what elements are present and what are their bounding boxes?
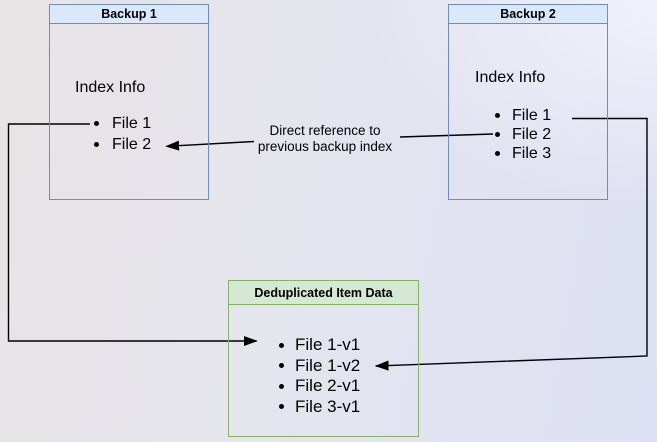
list-item: File 1 (94, 113, 151, 134)
list-item: File 1-v2 (279, 356, 360, 377)
list-item: File 2 (495, 125, 551, 144)
bullet-icon (495, 113, 500, 118)
annotation-line2: previous backup index (257, 139, 393, 154)
file-item-label: File 3-v1 (295, 396, 361, 416)
list-item: File 2 (94, 134, 151, 155)
bullet-icon (279, 383, 284, 389)
backup2-index-label: Index Info (475, 69, 546, 86)
backup2-title: Backup 2 (449, 5, 607, 24)
file-item-label: File 2 (512, 125, 552, 143)
bullet-icon (94, 121, 99, 126)
list-item: File 2-v1 (279, 376, 360, 397)
dedup-title: Deduplicated Item Data (229, 281, 418, 305)
bullet-icon (94, 142, 99, 147)
list-item: File 3 (495, 144, 551, 163)
bullet-icon (495, 151, 500, 156)
file-item-label: File 3 (512, 144, 552, 162)
direct-reference-annotation: Direct reference to previous backup inde… (235, 123, 415, 155)
list-item: File 3-v1 (279, 397, 360, 418)
bullet-icon (495, 132, 500, 137)
file-item-label: File 2 (112, 135, 152, 153)
dedup-file-list: File 1-v1 File 1-v2 File 2-v1 File 3-v1 (279, 335, 360, 417)
annotation-line1: Direct reference to (269, 123, 381, 138)
backup1-file-list: File 1 File 2 (94, 113, 151, 155)
file-item-label: File 2-v1 (295, 376, 361, 396)
bullet-icon (279, 342, 284, 348)
backup2-file-list: File 1 File 2 File 3 (495, 106, 551, 163)
backup1-index-label: Index Info (75, 79, 146, 96)
backup1-box: Backup 1 Index Info File 1 File 2 (49, 4, 209, 200)
list-item: File 1 (495, 106, 551, 125)
bullet-icon (279, 404, 284, 410)
file-item-label: File 1-v1 (295, 335, 361, 355)
file-item-label: File 1 (112, 114, 152, 132)
file-item-label: File 1 (512, 106, 552, 124)
file-item-label: File 1-v2 (295, 355, 361, 375)
backup2-box: Backup 2 Index Info File 1 File 2 File 3 (448, 4, 608, 200)
backup1-title: Backup 1 (50, 5, 208, 24)
dedup-box: Deduplicated Item Data File 1-v1 File 1-… (228, 280, 419, 437)
list-item: File 1-v1 (279, 335, 360, 356)
bullet-icon (279, 363, 284, 369)
